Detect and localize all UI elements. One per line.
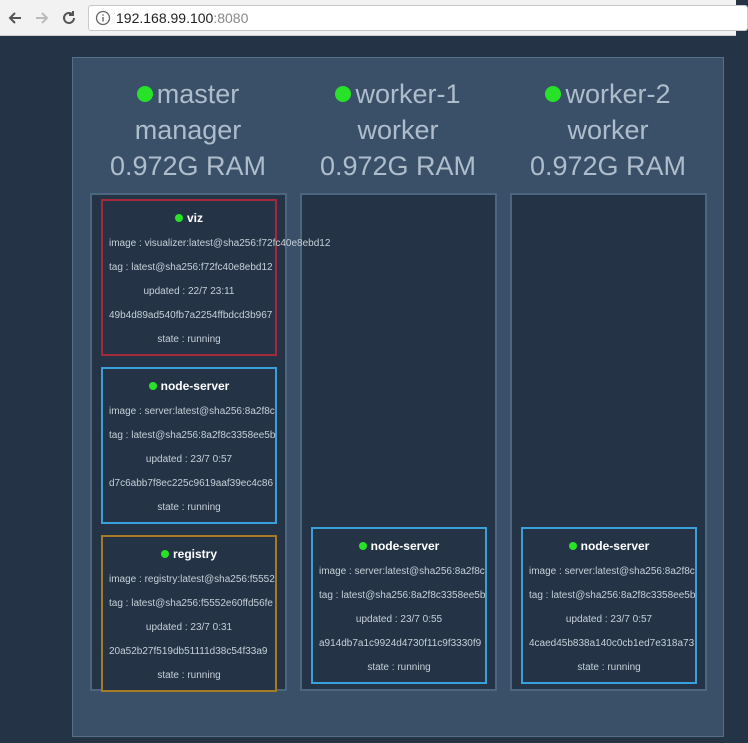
task-card-node-server[interactable]: node-server image : server:latest@sha256… bbox=[101, 367, 277, 524]
task-state: state : running bbox=[157, 502, 221, 513]
task-name: registry bbox=[172, 547, 218, 561]
task-card-node-server[interactable]: node-server image : server:latest@sha256… bbox=[521, 527, 697, 684]
task-tag: tag : latest@sha256:8a2f8c3358ee5b bbox=[319, 590, 486, 601]
task-state: state : running bbox=[157, 670, 221, 681]
node-name: worker-1 bbox=[355, 79, 461, 109]
task-title: node-server bbox=[523, 539, 695, 553]
url-host: 192.168.99.100 bbox=[116, 10, 214, 26]
task-tag: tag : latest@sha256:f5552e60ffd56fe bbox=[109, 598, 273, 609]
task-updated: updated : 23/7 0:31 bbox=[145, 622, 233, 633]
task-id: d7c6abb7f8ec225c9619aaf39ec4c86 bbox=[109, 478, 274, 489]
status-dot-icon bbox=[136, 86, 153, 102]
browser-toolbar: 192.168.99.100:8080 bbox=[0, 0, 748, 36]
status-dot-icon bbox=[148, 382, 157, 390]
url-text: 192.168.99.100:8080 bbox=[116, 10, 248, 26]
node-role: manager bbox=[134, 115, 242, 145]
task-title: node-server bbox=[103, 379, 275, 393]
node-header-master: master manager 0.972G RAM bbox=[88, 76, 288, 184]
address-bar[interactable]: 192.168.99.100:8080 bbox=[88, 5, 748, 31]
reload-icon[interactable] bbox=[59, 7, 79, 29]
task-id: 4caed45b838a140c0cb1ed7e318a73 bbox=[529, 638, 695, 649]
node-ram: 0.972G RAM bbox=[319, 151, 477, 181]
forward-arrow-icon[interactable] bbox=[32, 7, 52, 29]
task-updated: updated : 23/7 0:57 bbox=[145, 454, 233, 465]
status-dot-icon bbox=[545, 86, 562, 102]
task-updated: updated : 22/7 23:11 bbox=[143, 286, 235, 297]
task-id: 49b4d89ad540fb7a2254ffbdcd3b967 bbox=[109, 310, 273, 321]
status-dot-icon bbox=[335, 86, 352, 102]
task-title: viz bbox=[103, 211, 275, 225]
task-name: node-server bbox=[580, 539, 650, 553]
info-icon[interactable] bbox=[95, 10, 111, 26]
url-port: :8080 bbox=[213, 10, 249, 26]
status-dot-icon bbox=[568, 542, 577, 550]
node-ram: 0.972G RAM bbox=[109, 151, 267, 181]
task-image: image : server:latest@sha256:8a2f8c bbox=[319, 566, 485, 577]
task-state: state : running bbox=[577, 662, 641, 673]
status-dot-icon bbox=[358, 542, 367, 550]
node-role: worker bbox=[567, 115, 649, 145]
node-header-worker-1: worker-1 worker 0.972G RAM bbox=[298, 76, 498, 184]
task-image: image : registry:latest@sha256:f5552 bbox=[109, 574, 275, 585]
node-role: worker bbox=[357, 115, 439, 145]
task-card-viz[interactable]: viz image : visualizer:latest@sha256:f72… bbox=[101, 199, 330, 356]
back-arrow-icon[interactable] bbox=[5, 7, 25, 29]
task-card-node-server[interactable]: node-server image : server:latest@sha256… bbox=[311, 527, 487, 684]
task-image: image : server:latest@sha256:8a2f8c bbox=[109, 406, 275, 417]
task-name: node-server bbox=[160, 379, 230, 393]
task-image: image : visualizer:latest@sha256:f72fc40… bbox=[109, 238, 331, 249]
status-dot-icon bbox=[160, 550, 169, 558]
task-id: 20a52b27f519db51111d38c54f33a9 bbox=[109, 646, 268, 657]
node-ram: 0.972G RAM bbox=[529, 151, 687, 181]
task-updated: updated : 23/7 0:55 bbox=[355, 614, 443, 625]
node-header-worker-2: worker-2 worker 0.972G RAM bbox=[508, 76, 708, 184]
node-name: master bbox=[156, 79, 240, 109]
task-updated: updated : 23/7 0:57 bbox=[565, 614, 653, 625]
status-dot-icon bbox=[174, 214, 183, 222]
node-name: worker-2 bbox=[565, 79, 671, 109]
task-id: a914db7a1c9924d4730f11c9f3330f9 bbox=[319, 638, 482, 649]
task-tag: tag : latest@sha256:f72fc40e8ebd12 bbox=[109, 262, 273, 273]
task-title: node-server bbox=[313, 539, 485, 553]
task-card-registry[interactable]: registry image : registry:latest@sha256:… bbox=[101, 535, 277, 692]
task-tag: tag : latest@sha256:8a2f8c3358ee5b bbox=[109, 430, 276, 441]
task-title: registry bbox=[103, 547, 275, 561]
task-name: viz bbox=[186, 211, 203, 225]
task-image: image : server:latest@sha256:8a2f8c bbox=[529, 566, 695, 577]
task-name: node-server bbox=[370, 539, 440, 553]
task-state: state : running bbox=[367, 662, 431, 673]
task-state: state : running bbox=[157, 334, 221, 345]
task-tag: tag : latest@sha256:8a2f8c3358ee5b bbox=[529, 590, 696, 601]
